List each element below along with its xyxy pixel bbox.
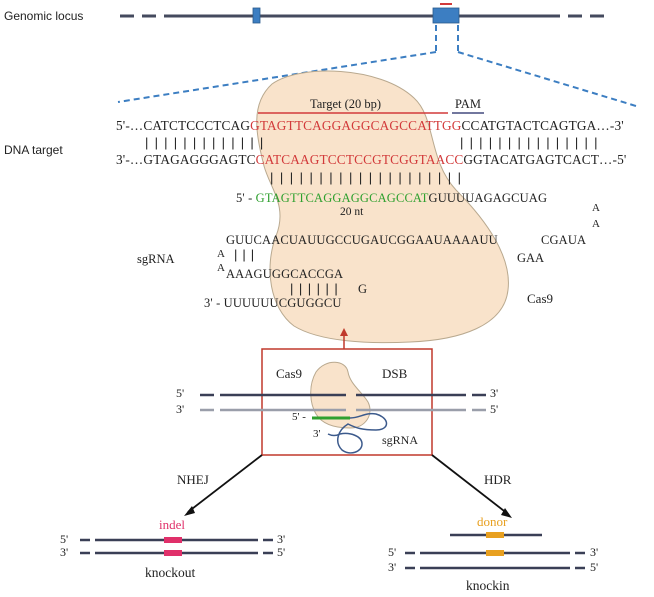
sgrna-line2: GUUCAACUAUUGCCUGAUCGGAAUAAAAUU	[226, 233, 498, 247]
dna-pairing-top-2: |||||||||||||||	[460, 135, 604, 150]
inset-5-top: 5'	[176, 386, 185, 400]
genomic-locus-label: Genomic locus	[4, 9, 84, 23]
inset-5-bottom: 5'	[490, 402, 499, 416]
knockin-dna	[405, 532, 585, 570]
inset-3-top: 3'	[490, 386, 499, 400]
stem-pairs: |||	[234, 247, 260, 262]
ko-3-bot: 3'	[60, 545, 69, 559]
hdr-label: HDR	[484, 472, 512, 487]
target-label: Target (20 bp)	[310, 97, 382, 111]
bottom-strand-target: CATCAAGTCCTCCGTCGGTAACC	[255, 152, 464, 167]
inset-sgrna-label: sgRNA	[382, 433, 419, 447]
nt20-label: 20 nt	[340, 206, 364, 218]
pathway-arrows	[184, 454, 512, 518]
exon-box-small	[252, 7, 261, 24]
ko-5-top: 5'	[60, 532, 69, 546]
bottom-strand-suffix: GGTACATGAGTCACT…-5'	[463, 152, 627, 167]
sgrna-line1: 5' - GTAGTTCAGGAGGCAGCCATGUUUUAGAGCUAG	[236, 191, 547, 206]
loop-a2: A	[592, 218, 600, 230]
inset-box	[261, 348, 433, 456]
dna-top-strand: 5'-…CATCTCCCTCAGGTAGTTCAGGAGGCAGCCATTGGC…	[116, 118, 624, 134]
loop-a1: A	[592, 202, 600, 214]
top-strand-suffix: CCATGTACTCAGTGA…-3'	[461, 118, 624, 133]
donor-label: donor	[477, 514, 508, 529]
bottom-strand-prefix: 3'-…GTAGAGGGAGTC	[116, 152, 256, 167]
knockout-label: knockout	[145, 565, 196, 580]
ki-3-bot: 3'	[388, 560, 397, 574]
donor-mark-top	[486, 532, 504, 538]
stem-pairs-2: ||||||	[290, 281, 344, 296]
zoom-lines	[117, 25, 637, 107]
sgrna-a4: A	[217, 262, 225, 274]
ki-5-top: 5'	[388, 545, 397, 559]
sgrna-5prime: 5' -	[236, 191, 253, 205]
ko-3-top: 3'	[277, 532, 286, 546]
top-strand-prefix: 5'-…CATCTCCCTCAG	[116, 118, 251, 133]
cas9-shape-large	[256, 70, 509, 344]
inset-cas9-label: Cas9	[276, 366, 302, 381]
ki-5-bot: 5'	[590, 560, 599, 574]
nhej-label: NHEJ	[177, 472, 209, 487]
donor-mark-mid	[486, 550, 504, 556]
inset-sg-5: 5' -	[292, 411, 306, 423]
knockin-label: knockin	[466, 578, 510, 593]
inset-3-bottom: 3'	[176, 402, 185, 416]
sgrna-a3: A	[217, 248, 225, 260]
ki-3-top: 3'	[590, 545, 599, 559]
sgrna-line4: 3' - UUUUUUCGUGGCU	[204, 296, 342, 311]
pam-label: PAM	[455, 97, 481, 111]
genomic-locus-line	[120, 3, 604, 24]
dna-pairing-top: |||||||||||||	[145, 135, 270, 150]
sgrna-line3: AAAGUGGCACCGA	[226, 267, 344, 281]
sgrna-3prime: 3' -	[204, 296, 221, 310]
indel-label: indel	[159, 517, 185, 532]
inset-sg-3: 3'	[313, 428, 321, 440]
top-strand-target: GTAGTTCAGGAGGCAGCCATTGG	[250, 118, 462, 133]
inset-dna	[200, 393, 486, 412]
sgrna-g: G	[358, 282, 368, 296]
sgrna-guide-tail: GUUUUAGAGCUAG	[428, 191, 548, 205]
knockout-dna	[80, 537, 273, 556]
inset-dsb-label: DSB	[382, 366, 408, 381]
ko-5-bot: 5'	[277, 545, 286, 559]
indel-mark-top	[164, 537, 182, 543]
guide-pairing: ||||||||||||||||||||	[270, 170, 468, 185]
exon-box-target	[432, 7, 460, 24]
inset-sgrna-tail	[327, 412, 388, 454]
sgrna-guide: GTAGTTCAGGAGGCAGCCAT	[255, 191, 429, 205]
dna-target-label: DNA target	[4, 143, 63, 157]
sgrna-line2-end: CGAUA	[541, 233, 587, 247]
sgrna-line4-seq: UUUUUUCGUGGCU	[223, 296, 342, 310]
sgrna-label: sgRNA	[137, 252, 175, 266]
sgrna-gaa: GAA	[517, 251, 545, 265]
indel-mark-bottom	[164, 550, 182, 556]
cas9-label: Cas9	[527, 291, 553, 306]
dna-bottom-strand: 3'-…GTAGAGGGAGTCCATCAAGTCCTCCGTCGGTAACCG…	[116, 152, 626, 168]
